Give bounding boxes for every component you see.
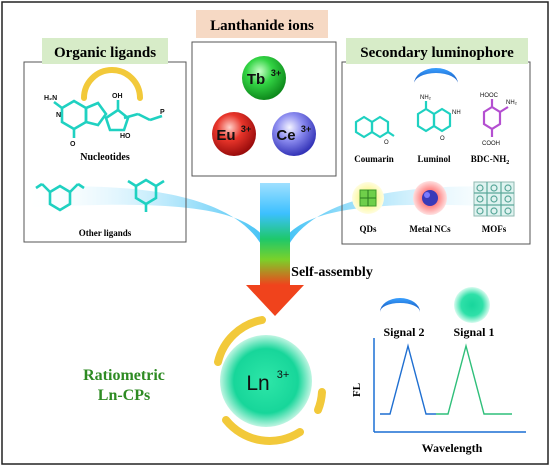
metal-ncs-icon	[422, 190, 438, 206]
ce-ion-sphere	[272, 112, 316, 156]
qds-label: QDs	[359, 224, 377, 234]
ligand-arc-left	[214, 316, 266, 366]
atom-oh: OH	[112, 93, 123, 100]
arrow-head	[246, 285, 304, 316]
mofs-label: MOFs	[482, 224, 507, 234]
ln-center-label: Ln	[246, 372, 269, 395]
product-line1: Ratiometric	[83, 367, 165, 384]
lanthanide-panel: Lanthanide ions Tb 3+ Eu 3+ Ce 3+	[191, 10, 337, 177]
nucleotides-label: Nucleotides	[80, 152, 130, 163]
signal2-peak	[380, 343, 436, 415]
eu-ion-label: Eu	[216, 127, 235, 144]
organic-title: Organic ligands	[54, 45, 156, 61]
product-line2: Ln-CPs	[98, 387, 150, 404]
nucleotide-arc	[81, 67, 143, 101]
product-ln-cps: Ratiometric Ln-CPs Ln 3+	[83, 316, 351, 445]
signal2-icon	[380, 298, 420, 312]
tb-ion-label: Tb	[247, 71, 265, 88]
lanthanide-title: Lanthanide ions	[210, 18, 314, 34]
lanthanide-header-bg	[196, 10, 328, 38]
metal-ncs-label: Metal NCs	[409, 224, 451, 234]
signal1-peak	[436, 343, 512, 415]
nucleotide-structure	[53, 99, 163, 138]
coumarin-o: O	[384, 140, 389, 146]
ln-center-charge: 3+	[277, 369, 290, 381]
other-ligand-1	[35, 182, 85, 212]
blue-crescent-icon	[414, 68, 458, 84]
luminol-label: Luminol	[417, 154, 451, 164]
coumarin-label: Coumarin	[354, 154, 394, 164]
organic-ligands-panel: Organic ligands H₂N N O OH HO P Nucleoti…	[23, 38, 187, 243]
spectrum-ylabel: FL	[351, 383, 363, 397]
luminol-structure	[416, 101, 452, 133]
luminol-nh2: NH₂	[420, 95, 432, 101]
signal1-icon	[454, 287, 490, 323]
ce-ion-charge: 3+	[301, 124, 311, 134]
bdc-hooc: HOOC	[480, 93, 499, 99]
self-assembly-label: Self-assembly	[291, 265, 373, 280]
ce-ion-label: Ce	[276, 127, 295, 144]
eu-ion-sphere	[212, 112, 256, 156]
atom-n: N	[56, 112, 61, 119]
atom-ho: HO	[120, 133, 131, 140]
bdc-nh2: NH₂	[506, 100, 518, 106]
secondary-header-bg	[346, 38, 528, 64]
ligand-arc-right	[314, 388, 326, 414]
luminol-nh: NH	[452, 110, 461, 116]
other-ligand-2	[127, 178, 165, 212]
self-assembly-arrow	[22, 183, 528, 316]
mofs-icon	[473, 181, 515, 217]
spectrum-xlabel: Wavelength	[422, 441, 483, 455]
bdc-structure	[482, 99, 509, 137]
secondary-luminophore-panel: Secondary luminophore O Coumarin NH₂ NH …	[341, 38, 531, 245]
signal1-label: Signal 1	[453, 325, 494, 339]
bdc-cooh: COOH	[482, 141, 500, 147]
tb-ion-charge: 3+	[271, 68, 281, 78]
atom-h2n: H₂N	[44, 95, 57, 102]
atom-o: O	[70, 141, 76, 148]
eu-ion-charge: 3+	[241, 124, 251, 134]
organic-header-bg	[42, 38, 168, 64]
ligand-arc-bottom	[222, 416, 304, 445]
bdc-label: BDC-NH2	[471, 154, 510, 166]
luminol-o: O	[440, 136, 445, 142]
signal2-label: Signal 2	[383, 325, 424, 339]
atom-p: P	[160, 109, 165, 116]
tb-ion-sphere	[242, 56, 286, 100]
other-ligands-label: Other ligands	[79, 228, 132, 238]
coumarin-structure	[354, 115, 395, 139]
ln-center-sphere	[220, 335, 312, 427]
secondary-title: Secondary luminophore	[360, 45, 514, 61]
spectrum-panel: Signal 2 Signal 1 FL Wavelength	[351, 287, 526, 455]
